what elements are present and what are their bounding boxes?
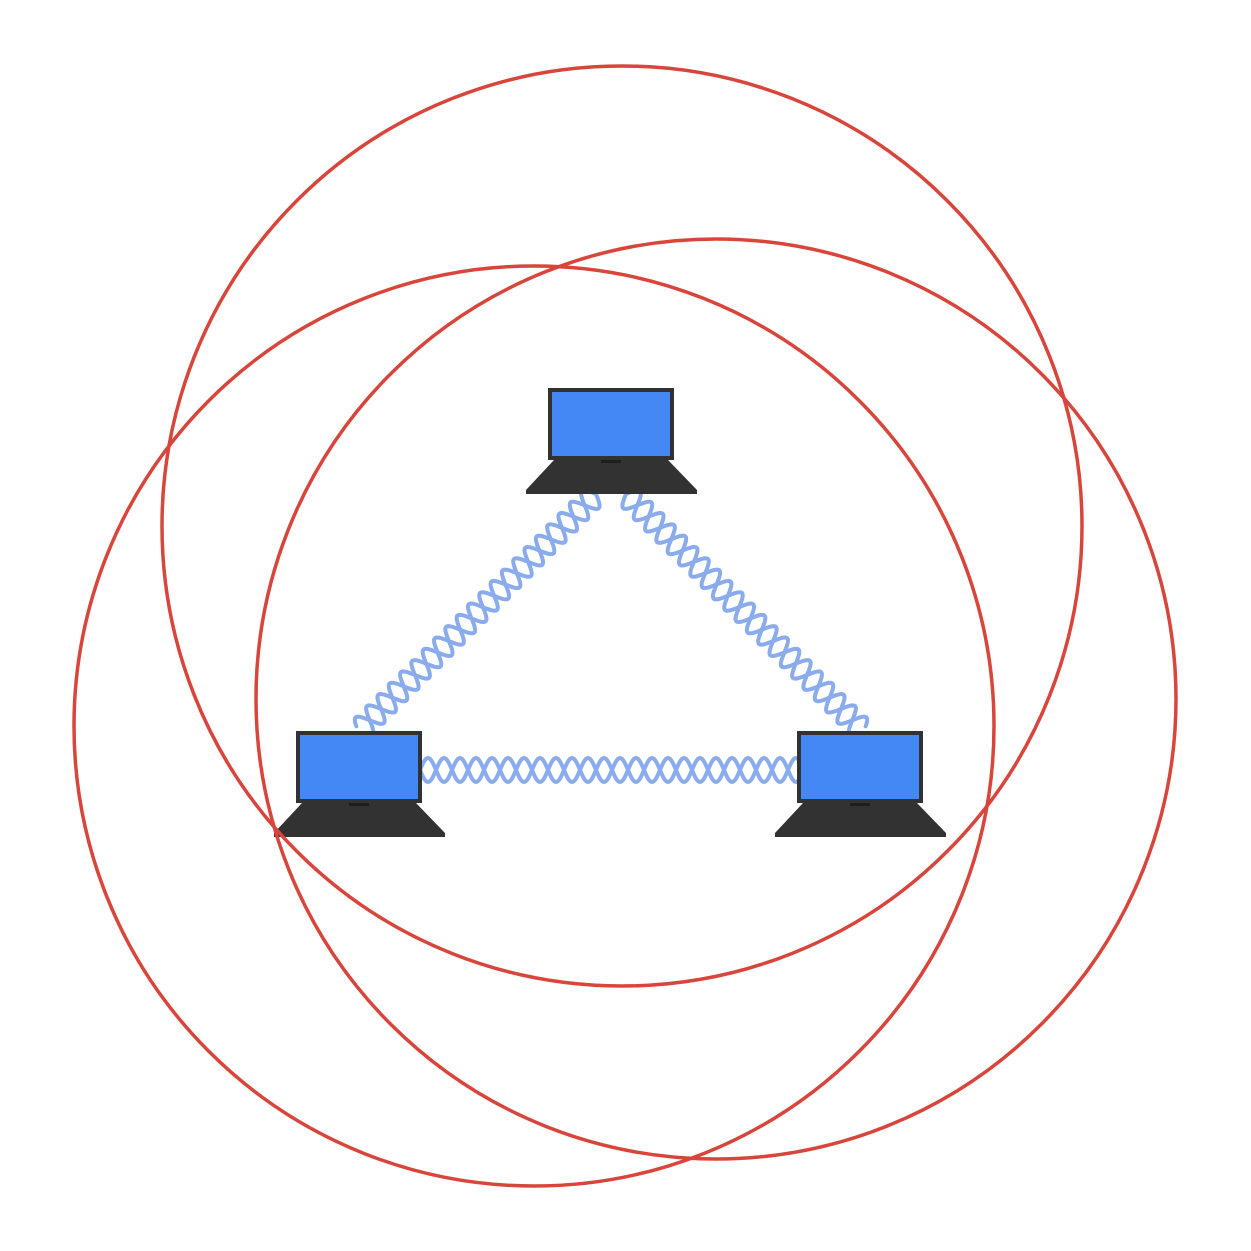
laptop-hinge [850,803,870,806]
laptop-hinge [349,803,369,806]
link-strand-2 [418,755,800,785]
laptop-hinge [601,460,621,463]
link-strand-1 [620,492,861,738]
link-strand-1 [352,488,598,729]
range-circle-left [72,264,996,1188]
link-left-right [418,755,800,785]
link-top-right [620,488,870,738]
laptop-base [775,803,946,837]
laptop-base [526,460,697,494]
wireless-links [352,488,870,785]
range-circle-top [160,64,1084,988]
laptop-screen [296,731,422,803]
laptop-screen [548,388,674,460]
range-circle-right [254,237,1178,1161]
link-strand-2 [624,488,870,729]
link-top-left [352,488,602,738]
laptop-icon-left [274,731,445,837]
link-strand-2 [361,492,602,738]
laptop-screen [797,731,923,803]
coverage-ranges [72,64,1178,1188]
laptop-icon-top [526,388,697,494]
laptop-nodes [274,388,946,837]
laptop-base [274,803,445,837]
laptop-icon-right [775,731,946,837]
